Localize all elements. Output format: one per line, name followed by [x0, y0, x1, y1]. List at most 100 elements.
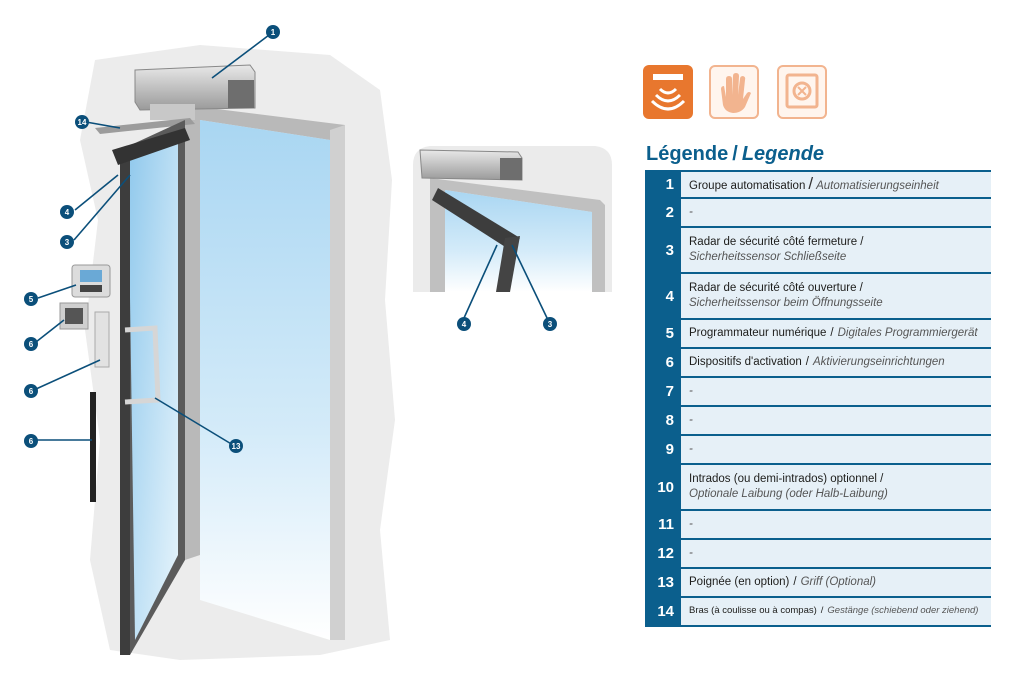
legend-row-de: Sicherheitssensor beim Öffnungsseite: [689, 297, 883, 309]
callout-detail-3: 3: [543, 317, 557, 331]
callout-detail-4: 4: [457, 317, 471, 331]
legend-row-text: -: [681, 199, 991, 226]
legend-row-text: -: [681, 407, 991, 434]
legend-row-number: 12: [645, 540, 681, 567]
legend-row-number: 13: [645, 569, 681, 596]
callout-14: 14: [75, 115, 89, 129]
arm: [95, 118, 195, 134]
legend-row-de: Griff (Optional): [800, 576, 877, 589]
legend-row-text: -: [681, 540, 991, 567]
legend-row-text: -: [681, 378, 991, 405]
legend-row: 2-: [645, 199, 991, 228]
legend-row-number: 2: [645, 199, 681, 226]
svg-text:6: 6: [29, 340, 34, 349]
legend-title-sep: /: [732, 143, 738, 165]
radar-sensor-icon: [643, 65, 693, 119]
svg-text:3: 3: [65, 238, 70, 247]
legend-row-de: Optionale Laibung (oder Halb-Laibung): [689, 488, 888, 500]
legend-row-fr: Dispositifs d'activation: [689, 356, 802, 369]
operator-unit: [134, 64, 256, 120]
callout-4: 4: [60, 205, 74, 219]
hand-activator: [59, 302, 89, 330]
legend-row-number: 4: [645, 274, 681, 318]
legend-row: 11-: [645, 511, 991, 540]
callout-6c: 6: [24, 434, 38, 448]
callout-5: 5: [24, 292, 38, 306]
legend-row-text: Programmateur numérique/Digitales Progra…: [681, 320, 991, 347]
legend-row-text: -: [681, 436, 991, 463]
legend-row-de: Sicherheitssensor Schließseite: [689, 251, 847, 263]
svg-text:14: 14: [78, 118, 87, 127]
legend-row-number: 8: [645, 407, 681, 434]
legend-row: 9-: [645, 436, 991, 465]
door-leaf: [112, 120, 190, 655]
legend-row-text: -: [681, 511, 991, 538]
legend-row-fr: Groupe automatisation: [689, 180, 806, 193]
legend-row-de: Gestänge (schiebend oder ziehend): [827, 605, 979, 617]
legend-row-de: Digitales Programmiergerät: [837, 327, 978, 340]
svg-text:6: 6: [29, 387, 34, 396]
legend-row-fr: Poignée (en option): [689, 576, 790, 589]
legend-row-sep: /: [820, 605, 824, 617]
legend-row-number: 1: [645, 172, 681, 197]
legend-row-de: Aktivierungseinrichtungen: [812, 356, 945, 369]
legend-title-de: Legende: [741, 143, 825, 165]
legend-row-text: Groupe automatisation/Automatisierungsei…: [681, 172, 991, 197]
legend-row-number: 3: [645, 228, 681, 272]
legend-row-text: Radar de sécurité côté fermeture / Sicher…: [681, 228, 991, 272]
legend-row-text: Intrados (ou demi-intrados) optionnel / O…: [681, 465, 991, 509]
svg-text:3: 3: [548, 320, 553, 329]
legend-row-de: -: [689, 547, 693, 560]
callout-6b: 6: [24, 384, 38, 398]
legend-row-text: Dispositifs d'activation/Aktivierungsein…: [681, 349, 991, 376]
svg-text:4: 4: [65, 208, 70, 217]
legend-title: Légende/Legende: [646, 143, 824, 166]
legend-row-number: 9: [645, 436, 681, 463]
legend-row-de: -: [689, 206, 693, 219]
activation-panel: [94, 311, 110, 368]
detail-inset: [413, 146, 612, 292]
legend-row-sep: /: [808, 174, 814, 194]
legend-row-number: 10: [645, 465, 681, 509]
legend-row-fr: Radar de sécurité côté fermeture /: [689, 236, 864, 249]
legend-title-fr: Légende: [646, 143, 729, 165]
hand-touch-icon: [709, 65, 759, 119]
legend-row-de: -: [689, 443, 693, 456]
legend-row-de: -: [689, 385, 693, 398]
legend-row-number: 5: [645, 320, 681, 347]
callout-3: 3: [60, 235, 74, 249]
door-handle: [124, 325, 161, 405]
legend-row-fr: Intrados (ou demi-intrados) optionnel /: [689, 473, 884, 486]
legend-row-de: -: [689, 414, 693, 427]
legend-row-fr: Bras (à coulisse ou à compas): [689, 605, 817, 617]
legend-row-text: Bras (à coulisse ou à compas)/Gestänge (…: [681, 598, 991, 625]
legend-row-fr: Programmateur numérique: [689, 327, 827, 340]
legend-row-de: Automatisierungseinheit: [816, 180, 939, 193]
callout-13: 13: [229, 439, 243, 453]
activation-strip: [90, 392, 96, 502]
legend-row-text: Poignée (en option)/Griff (Optional): [681, 569, 991, 596]
legend-row-number: 7: [645, 378, 681, 405]
legend-row-number: 6: [645, 349, 681, 376]
legend-row-number: 14: [645, 598, 681, 625]
safe-lock-icon: [777, 65, 827, 119]
callout-6a: 6: [24, 337, 38, 351]
legend-row-sep: /: [805, 356, 809, 369]
legend-row: 3 Radar de sécurité côté fermeture / Siche…: [645, 228, 991, 274]
svg-text:5: 5: [29, 295, 34, 304]
legend-row-de: -: [689, 518, 693, 531]
svg-text:13: 13: [232, 442, 241, 451]
legend-row: 12-: [645, 540, 991, 569]
legend-row-number: 11: [645, 511, 681, 538]
programmer-keypad: [71, 264, 111, 298]
callout-1: 1: [266, 25, 280, 39]
svg-text:4: 4: [462, 320, 467, 329]
